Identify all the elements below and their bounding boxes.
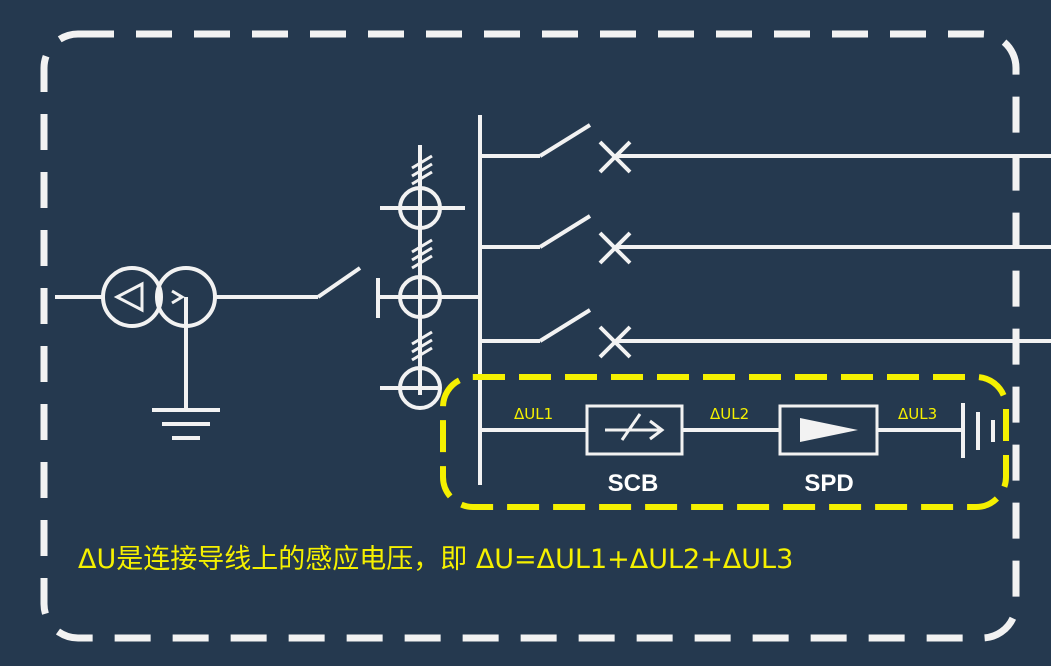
ground-symbol	[152, 297, 220, 440]
dul3-label: ΔUL3	[898, 405, 937, 423]
main-switch	[316, 266, 478, 318]
scb-label: SCB	[608, 470, 659, 497]
current-transformer-stack	[380, 145, 465, 410]
spd-branch	[480, 403, 995, 458]
spd-branch-highlight	[440, 374, 1009, 510]
feeder-branch-1	[480, 123, 1051, 174]
voltage-formula-caption: ΔU是连接导线上的感应电压，即 ΔU=ΔUL1+ΔUL2+ΔUL3	[78, 544, 793, 575]
dul1-label: ΔUL1	[514, 405, 553, 423]
spd-label: SPD	[804, 470, 853, 497]
dul2-label: ΔUL2	[710, 405, 749, 423]
feeder-branch-3	[480, 308, 1051, 359]
feeder-branch-2	[480, 214, 1051, 265]
outer-dashed-border	[40, 30, 1020, 642]
